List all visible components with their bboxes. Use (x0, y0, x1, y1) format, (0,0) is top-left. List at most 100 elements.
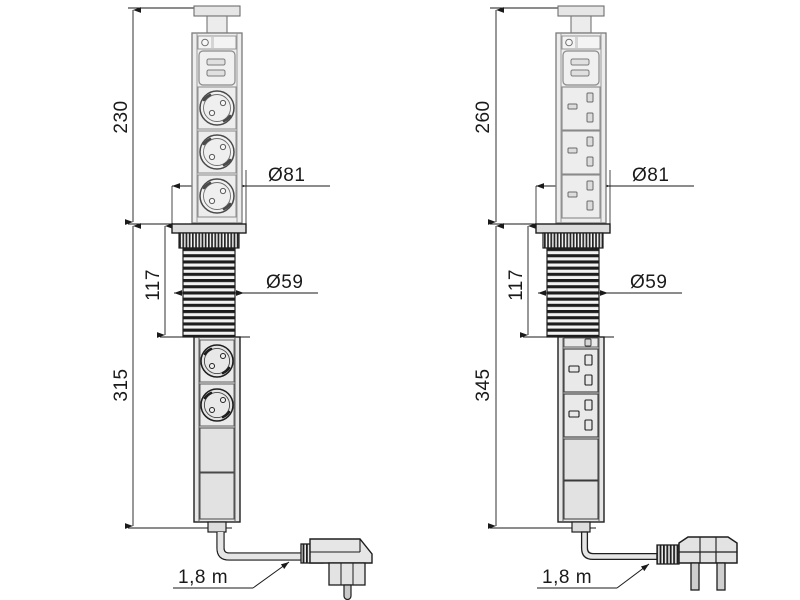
view-left-schuko: 230 315 117 Ø81 Ø59 (111, 5, 373, 600)
uk-live-slot (584, 354, 593, 366)
upper-schuko-socket (197, 130, 237, 174)
left-mounting-assembly (171, 223, 247, 338)
usb-module-plate (562, 50, 600, 86)
socket-recess (203, 138, 231, 166)
left-dim-d59: Ø59 (266, 272, 303, 293)
indicator-light-icon (565, 38, 573, 47)
uk-plug (656, 536, 738, 591)
cable-body (217, 532, 301, 560)
right-dim-345: 345 (473, 368, 494, 401)
usb-port-icon (206, 58, 226, 66)
earth-clip-icon (202, 137, 212, 146)
earth-clip-icon (222, 158, 232, 167)
earth-clip-icon (222, 114, 232, 123)
uk-neutral-slot (584, 374, 593, 386)
indicator-light-icon (201, 38, 209, 47)
cap-plate (193, 5, 241, 17)
lower-schuko-socket (199, 339, 235, 383)
switch-plate (197, 35, 237, 50)
earth-clip-icon (203, 391, 213, 400)
plug-housing (309, 538, 373, 564)
right-cable-length-label: 1,8 m (542, 567, 592, 588)
left-cable-length-label: 1,8 m (178, 567, 228, 588)
right-dim-d59: Ø59 (630, 272, 667, 293)
left-upper-tower (191, 32, 243, 224)
switch-slot (575, 37, 578, 48)
cap-plate (557, 5, 605, 17)
socket-pin-hole (219, 143, 227, 151)
socket-recess (203, 182, 231, 210)
lower-uk-socket (563, 348, 599, 393)
uk-neutral-slot (584, 419, 593, 431)
earth-clip-icon (221, 410, 231, 419)
socket-pin-hole (219, 187, 227, 195)
view-right-uk: 260 345 117 Ø81 Ø59 (473, 5, 738, 591)
ribbed-collar (178, 232, 240, 249)
socket-recess (203, 94, 231, 122)
blank-panel (563, 480, 599, 520)
upper-switch-module (197, 35, 237, 50)
right-dim-117: 117 (506, 269, 527, 301)
mounting-flange (535, 223, 611, 234)
upper-schuko-socket (197, 174, 237, 218)
uk-live-slot (584, 399, 593, 411)
right-upper-tower (555, 32, 607, 224)
uk-earth-slot (567, 103, 578, 110)
socket-pin-hole (219, 99, 227, 107)
lower-uk-socket (563, 393, 599, 438)
cable-gland (207, 521, 227, 533)
blank-panel (199, 427, 235, 473)
uk-live-slot (586, 92, 594, 103)
socket-pin-hole (208, 109, 216, 117)
upper-uk-socket (561, 86, 601, 131)
plug-pin (343, 584, 352, 600)
left-power-cable (173, 532, 373, 600)
left-dim-d81: Ø81 (268, 165, 305, 186)
mounting-flange (171, 223, 247, 234)
uk-neutral-slot (586, 200, 594, 211)
right-lower-tower (557, 336, 605, 533)
socket-pin-hole (209, 363, 215, 369)
right-mounting-assembly (535, 223, 611, 338)
uk-neutral-slot (584, 338, 592, 347)
plug-housing (678, 536, 738, 564)
uk-earth-slot (567, 191, 578, 198)
right-dim-260: 260 (473, 100, 494, 133)
earth-clip-icon (202, 181, 212, 190)
plug-strain-relief (656, 544, 680, 565)
upper-usb-module (562, 50, 600, 86)
upper-uk-socket (561, 130, 601, 175)
lower-schuko-socket (199, 383, 235, 427)
right-dim-d81: Ø81 (632, 165, 669, 186)
socket-pin-hole (208, 153, 216, 161)
left-lower-tower (193, 336, 241, 533)
uk-neutral-slot (586, 112, 594, 123)
upper-switch-module (561, 35, 601, 50)
ribbed-collar (542, 232, 604, 249)
switch-slot (211, 37, 214, 48)
socket-frame-partial (563, 337, 599, 348)
socket-pin-hole (209, 407, 215, 413)
earth-clip-icon (221, 366, 231, 375)
uk-live-slot (586, 136, 594, 147)
schuko-plug (300, 538, 373, 600)
bellows-tube (182, 247, 236, 338)
usb-port-icon (206, 69, 226, 77)
uk-neutral-slot (586, 156, 594, 167)
blank-panel (199, 472, 235, 520)
upper-schuko-socket (197, 86, 237, 130)
plug-pin (690, 562, 700, 591)
cap-stem (206, 15, 228, 34)
socket-pin-hole (220, 353, 226, 359)
left-dim-117: 117 (143, 269, 164, 301)
uk-earth-slot (568, 365, 580, 373)
usb-port-icon (570, 58, 590, 66)
usb-module-plate (198, 50, 236, 86)
usb-port-icon (570, 69, 590, 77)
earth-clip-icon (203, 347, 213, 356)
left-dim-315: 315 (111, 368, 132, 401)
earth-clip-icon (222, 202, 232, 211)
